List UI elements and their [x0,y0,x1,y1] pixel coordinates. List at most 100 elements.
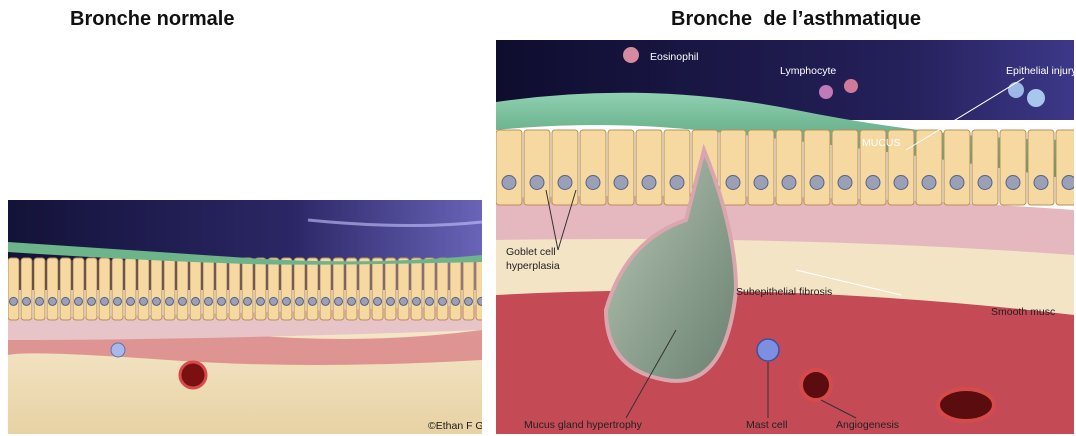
cell-nucleus [283,297,291,305]
epithelial-cell [21,258,32,320]
epithelial-cell [190,258,201,320]
epithelial-cell [463,258,474,320]
eosinophil-cell [623,47,639,63]
epithelial-injury-cell [1027,89,1045,107]
epithelial-cell [636,130,662,205]
cell-nucleus [309,297,317,305]
epithelial-cell [281,258,292,320]
epithelial-cell [151,258,162,320]
cell-nucleus [88,297,96,305]
label-mast-cell: Mast cell [746,419,787,431]
epithelial-cell [476,258,482,320]
epithelial-cell [1028,130,1054,205]
cell-nucleus [205,297,213,305]
cell-nucleus [426,297,434,305]
label-goblet-2: hyperplasia [506,260,560,272]
cell-nucleus [478,297,483,305]
epithelial-cell [972,130,998,205]
epithelial-cell [450,258,461,320]
epithelial-cell [60,258,71,320]
cell-nucleus [614,176,628,190]
lymphocyte-cell [819,85,833,99]
angiogenesis-vessel [801,370,831,400]
cell-nucleus [726,176,740,190]
epithelium [496,130,1074,205]
cell-nucleus [452,297,460,305]
cell-nucleus [140,297,148,305]
epithelial-cell [372,258,383,320]
cell-nucleus [465,297,473,305]
label-mucus-gland: Mucus gland hypertrophy [524,419,643,431]
epithelial-cell [138,258,149,320]
epithelial-cell [320,258,331,320]
epithelial-cell [424,258,435,320]
epithelial-cell [99,258,110,320]
epithelial-cell [411,258,422,320]
cell-nucleus [270,297,278,305]
epithelial-cell [86,258,97,320]
cell-nucleus [49,297,57,305]
epithelial-cell [333,258,344,320]
cell-nucleus [502,176,516,190]
blood-vessel [180,362,206,388]
cell-nucleus [153,297,161,305]
label-lymphocyte: Lymphocyte [780,65,836,77]
cell-nucleus [1062,176,1074,190]
cell-nucleus [387,297,395,305]
cell-nucleus [296,297,304,305]
epithelial-cell [437,258,448,320]
epithelial-cell [346,258,357,320]
cell-nucleus [335,297,343,305]
cell-nucleus [530,176,544,190]
cell-nucleus [10,297,18,305]
epithelial-cell [608,130,634,205]
cell-nucleus [348,297,356,305]
cell-nucleus [361,297,369,305]
immune-cell [111,343,125,357]
cell-nucleus [838,176,852,190]
epithelial-cell [8,258,19,320]
epithelial-cell [1056,130,1074,205]
epithelial-cell [398,258,409,320]
cell-nucleus [1034,176,1048,190]
cell-nucleus [114,297,122,305]
cell-nucleus [782,176,796,190]
cell-nucleus [75,297,83,305]
cell-nucleus [36,297,44,305]
cell-nucleus [231,297,239,305]
epithelial-cell [748,130,774,205]
cell-nucleus [218,297,226,305]
epithelial-cell [776,130,802,205]
cell-nucleus [413,297,421,305]
cell-nucleus [866,176,880,190]
epithelial-cell [255,258,266,320]
label-epithelial-injury: Epithelial injury [1006,65,1074,77]
label-goblet-1: Goblet cell [506,246,556,258]
epithelial-cell [268,258,279,320]
epithelial-cell [385,258,396,320]
asthmatic-bronchus-illustration: Eosinophil Lymphocyte Epithelial injury … [496,40,1074,434]
epithelial-cell [664,130,690,205]
epithelial-cell [229,258,240,320]
illustration-credit: ©Ethan F Gerdz [428,420,482,432]
epithelial-cell [177,258,188,320]
normal-bronchus-svg: ©Ethan F Gerdz [8,200,482,434]
cell-nucleus [950,176,964,190]
epithelial-cell [496,130,522,205]
epithelial-cell [580,130,606,205]
epithelial-cell [294,258,305,320]
epithelial-cell [34,258,45,320]
asthmatic-bronchus-svg: Eosinophil Lymphocyte Epithelial injury … [496,40,1074,434]
cell-nucleus [1006,176,1020,190]
cell-nucleus [166,297,174,305]
epithelial-cell [1000,130,1026,205]
cell-nucleus [922,176,936,190]
cell-nucleus [101,297,109,305]
epithelium [8,258,482,320]
epithelial-cell [359,258,370,320]
title-normal-bronchus: Bronche normale [70,8,234,31]
epithelial-cell [47,258,58,320]
lymphocyte-cell [844,79,858,93]
cell-nucleus [894,176,908,190]
cell-nucleus [244,297,252,305]
